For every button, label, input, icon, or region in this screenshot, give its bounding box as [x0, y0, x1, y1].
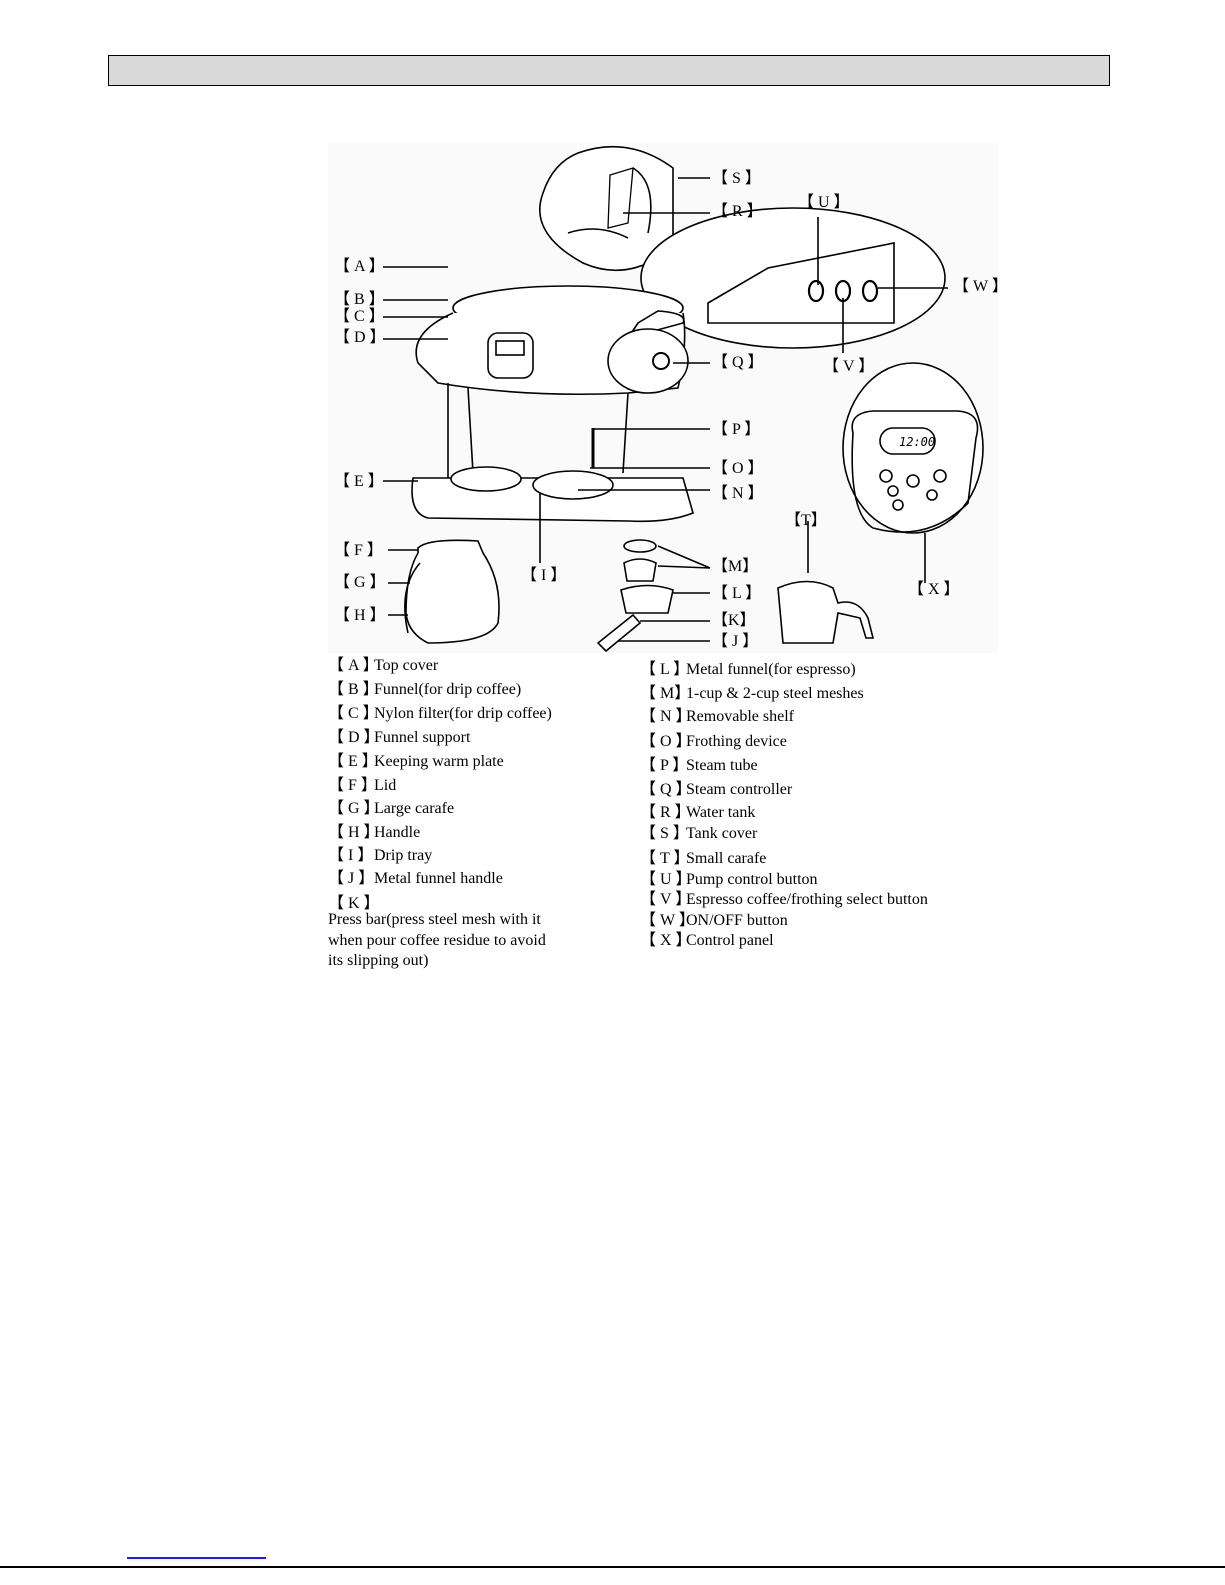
coffee-machine-diagram: 12:00 【 S 】 【 R 】 【 U 】 【 W 】 【 V 】 【 A … [328, 143, 1008, 963]
legend-item-u: 【 U 】Pump control button [640, 871, 818, 888]
legend-item-f: 【 F 】Lid [328, 777, 397, 794]
callout-v: 【 V 】 [823, 358, 875, 375]
legend-item-m: 【 M】1-cup & 2-cup steel meshes [640, 685, 864, 702]
callout-e: 【 E 】 [334, 473, 384, 490]
callout-m: 【M】 [712, 558, 759, 575]
legend-item-k: 【 K 】Press bar(press steel mesh with it … [328, 895, 546, 970]
callout-j: 【 J 】 [712, 633, 759, 650]
footer-link-underline[interactable] [127, 1557, 266, 1559]
callout-n: 【 N 】 [712, 485, 764, 502]
callout-o: 【 O 】 [712, 460, 764, 477]
legend-item-s: 【 S 】Tank cover [640, 825, 758, 842]
legend-item-i: 【 I 】Drip tray [328, 847, 433, 864]
legend-item-x: 【 X 】Control panel [640, 932, 774, 949]
callout-l: 【 L 】 [712, 585, 762, 602]
legend-item-w: 【 W 】ON/OFF button [640, 912, 788, 929]
legend-item-b: 【 B 】Funnel(for drip coffee) [328, 681, 522, 698]
callout-h: 【 H 】 [334, 607, 386, 624]
legend-item-q: 【 Q 】Steam controller [640, 781, 793, 798]
legend-item-a: 【 A 】Top cover [328, 657, 439, 674]
legend-item-l: 【 L 】Metal funnel(for espresso) [640, 661, 856, 678]
callout-f: 【 F 】 [334, 542, 383, 559]
footer-rule [0, 1566, 1225, 1568]
callout-a: 【 A 】 [334, 258, 385, 275]
legend-item-e: 【 E 】Keeping warm plate [328, 753, 504, 770]
legend-item-n: 【 N 】Removable shelf [640, 708, 794, 725]
legend-item-c: 【 C 】Nylon filter(for drip coffee) [328, 705, 552, 722]
legend-item-r: 【 R 】Water tank [640, 804, 756, 821]
legend-item-p: 【 P 】Steam tube [640, 757, 758, 774]
callout-q: 【 Q 】 [712, 354, 764, 371]
legend-item-j: 【 J 】Metal funnel handle [328, 870, 503, 887]
callout-u: 【 U 】 [798, 194, 850, 211]
callout-x: 【 X 】 [908, 581, 960, 598]
control-panel-display: 12:00 [899, 435, 935, 449]
callout-d: 【 D 】 [334, 329, 386, 346]
legend-item-t: 【 T 】Small carafe [640, 850, 767, 867]
legend-item-h: 【 H 】Handle [328, 824, 421, 841]
callout-c: 【 C 】 [334, 308, 385, 325]
legend-item-o: 【 O 】Frothing device [640, 733, 787, 750]
callout-w: 【 W 】 [953, 278, 1008, 295]
legend-item-d: 【 D 】Funnel support [328, 729, 471, 746]
callout-s: 【 S 】 [712, 170, 761, 187]
callout-p: 【 P 】 [712, 421, 761, 438]
coffee-machine-drawing: 12:00 [328, 143, 998, 653]
legend-item-v: 【 V 】Espresso coffee/frothing select but… [640, 891, 928, 908]
legend-item-g: 【 G 】Large carafe [328, 800, 455, 817]
callout-k: 【K】 [712, 612, 756, 629]
callout-b: 【 B 】 [334, 291, 385, 308]
section-header-bar [108, 55, 1110, 86]
callout-t: 【T】 [785, 512, 827, 529]
callout-i: 【 I 】 [521, 567, 567, 584]
callout-r: 【 R 】 [712, 203, 763, 220]
callout-g: 【 G 】 [334, 574, 386, 591]
